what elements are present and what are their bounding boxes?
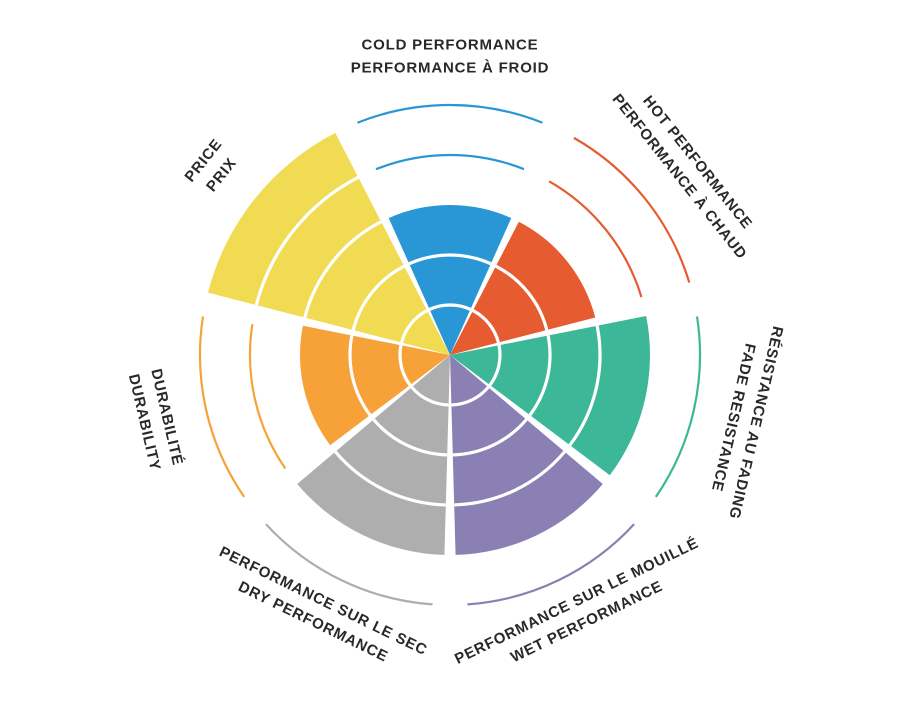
sector-dry-performance — [265, 355, 450, 606]
outer-ring-arc — [548, 180, 643, 298]
ring-separator — [398, 344, 412, 387]
ring-separator — [303, 220, 382, 318]
outer-ring-arc — [467, 523, 635, 606]
sector-hot-performance — [450, 136, 691, 355]
outer-ring-arc — [375, 153, 525, 171]
outer-ring-arc — [573, 136, 691, 283]
ring-separator — [452, 418, 528, 457]
ring-separator — [410, 386, 449, 407]
sector-fill — [450, 355, 603, 555]
ring-separator — [495, 264, 549, 331]
ring-separator — [472, 309, 500, 343]
sector-cold-performance — [357, 103, 543, 355]
ring-separator — [568, 325, 602, 447]
sector-fill — [297, 355, 450, 555]
sector-fill — [388, 205, 512, 355]
ring-separator — [348, 335, 372, 417]
outer-ring-arc — [265, 523, 433, 606]
sector-wet-performance — [450, 355, 635, 606]
ring-separator — [351, 264, 405, 331]
sector-fade-resistance — [450, 315, 702, 498]
sector-price — [207, 132, 450, 355]
sector-label: COLD PERFORMANCE PERFORMANCE À FROID — [351, 35, 550, 80]
label-line-2: PERFORMANCE À FROID — [350, 59, 550, 76]
ring-separator — [451, 386, 490, 407]
ring-separator — [254, 175, 359, 306]
ring-separator — [528, 335, 552, 417]
ring-separator — [408, 253, 492, 266]
sector-fill — [300, 325, 450, 446]
ring-separator — [400, 309, 428, 343]
ring-separator — [488, 344, 502, 387]
outer-ring-arc — [654, 316, 702, 498]
ring-separator — [454, 450, 566, 507]
label-line-1: COLD PERFORMANCE — [361, 36, 539, 54]
ring-separator — [372, 418, 448, 457]
sector-durability — [198, 316, 450, 498]
ring-separator — [428, 303, 472, 311]
outer-ring-arc — [357, 103, 543, 124]
outer-ring-arc — [198, 316, 246, 498]
sector-fill — [207, 132, 450, 355]
outer-ring-arc — [248, 324, 287, 470]
ring-separator — [334, 450, 446, 507]
